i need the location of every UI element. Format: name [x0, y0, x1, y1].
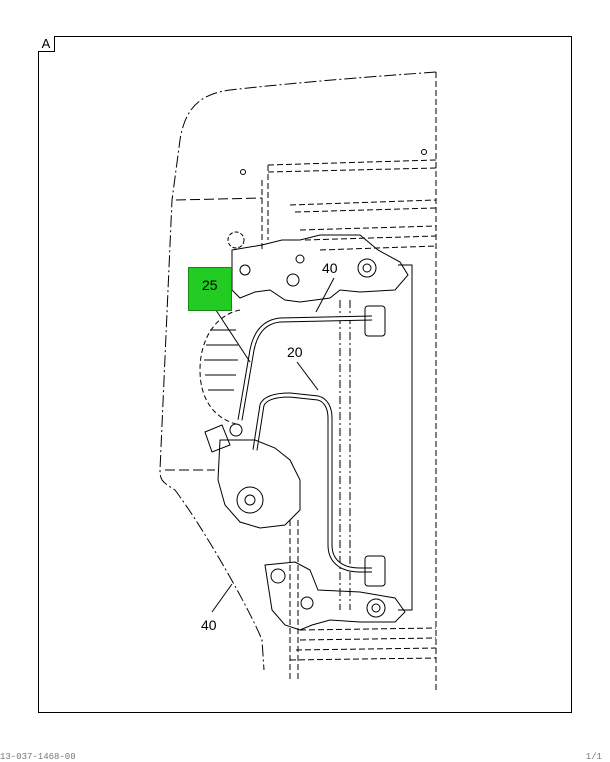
tank-ribs: [204, 329, 238, 391]
connector: [204, 424, 231, 453]
bolt-head: [357, 258, 377, 278]
frame-vertical: [261, 72, 437, 690]
leader-40-lower: [211, 583, 233, 613]
document-reference: 13-037-1468-00: [0, 752, 76, 762]
tube-20-inner: [238, 316, 373, 421]
bolt-head-inner: [371, 603, 381, 613]
lower-mount: [217, 439, 301, 529]
bolt-head-inner: [362, 263, 372, 273]
lower-bracket: [264, 561, 406, 631]
fitting-lower: [364, 555, 386, 587]
bolt: [300, 596, 314, 610]
leader-20: [296, 361, 319, 391]
mount-boss-inner: [244, 494, 256, 506]
hole: [227, 231, 245, 249]
upper-bracket: [231, 234, 409, 303]
hole: [421, 149, 427, 155]
leader-40-upper: [315, 277, 335, 313]
mount-boss: [236, 486, 264, 514]
callout-20[interactable]: 20: [287, 344, 303, 360]
bolt: [239, 264, 251, 276]
radiator-body: [398, 264, 413, 611]
frame-rail-upper: [267, 159, 437, 251]
callout-40-lower[interactable]: 40: [201, 617, 217, 633]
fitting-upper: [364, 305, 386, 337]
hole: [240, 169, 246, 175]
callout-40-upper[interactable]: 40: [322, 260, 338, 276]
tank-outline: [199, 309, 241, 426]
cab-panel-line: [165, 197, 263, 471]
radiator-side: [339, 300, 351, 610]
leader-25: [211, 303, 251, 363]
tube-20b: [252, 392, 372, 573]
drawing-frame: [38, 36, 572, 713]
bolt: [286, 273, 300, 287]
bolt-head: [366, 598, 386, 618]
bolt-head: [270, 568, 286, 584]
view-label: A: [38, 36, 55, 52]
fitting: [229, 423, 243, 437]
cab-outline: [159, 71, 437, 671]
bolt: [295, 254, 305, 264]
callout-25-highlighted[interactable]: 25: [188, 267, 232, 311]
frame-rail-lower: [289, 627, 437, 661]
tube-20b-inner: [253, 393, 372, 572]
page-reference: 1/1: [585, 752, 602, 762]
